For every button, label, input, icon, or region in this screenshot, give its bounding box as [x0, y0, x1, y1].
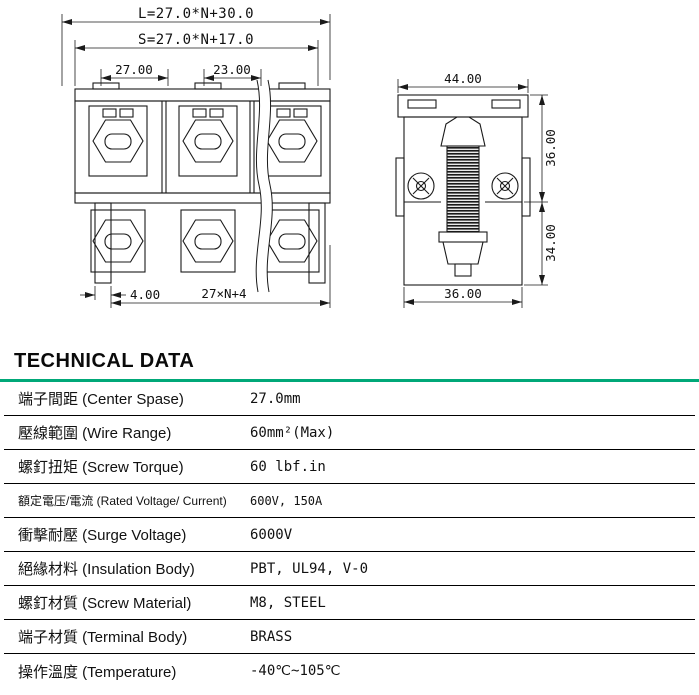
terminal-lower-2 [180, 209, 236, 273]
spec-label: 操作溫度 (Temperature) [18, 663, 177, 681]
dim-label-height-lower: 34.00 [543, 224, 558, 262]
side-top-cap [397, 94, 529, 118]
body-base-band [74, 192, 331, 204]
terminal-upper-3 [262, 105, 322, 177]
body-main [74, 100, 331, 194]
screw-left [407, 172, 435, 200]
spec-label: 絕緣材料 (Insulation Body) [18, 561, 195, 578]
spec-value: 27.0mm [250, 390, 301, 407]
dim-label-pitch: 27.00 [115, 62, 153, 77]
terminal-upper-2 [178, 105, 238, 177]
spec-row: 端子材質 (Terminal Body) BRASS [4, 620, 695, 654]
screw-right [491, 172, 519, 200]
dim-label-leg-width: 4.00 [130, 287, 160, 302]
technical-drawing: L=27.0*N+30.0 S=27.0*N+17.0 27.00 23.00 … [61, 6, 558, 308]
spec-label: 端子材質 (Terminal Body) [18, 629, 188, 646]
spec-value: 60 lbf.in [250, 458, 326, 475]
side-view [395, 94, 531, 286]
spec-value: -40℃~105℃ [250, 663, 341, 679]
break-line [255, 79, 273, 293]
hex-nut [182, 219, 234, 263]
section-title: TECHNICAL DATA [14, 350, 195, 372]
mount-tab [194, 82, 222, 90]
side-ear-left [395, 157, 405, 217]
mount-tab [278, 82, 306, 90]
hex-nut [92, 219, 144, 263]
hex-nut [182, 119, 234, 163]
hex-nut [266, 219, 318, 263]
spec-label: 螺釘材質 (Screw Material) [18, 595, 192, 612]
dim-label-overall-length: L=27.0*N+30.0 [138, 6, 254, 22]
spec-value: 60mm²(Max) [250, 424, 335, 441]
front-view [74, 82, 331, 284]
dim-label-width-bottom: 36.00 [444, 286, 482, 301]
spec-label: 壓線範圍 (Wire Range) [18, 425, 172, 442]
technical-data-section: TECHNICAL DATA 端子間距 (Center Spase) 27.0m… [0, 350, 699, 688]
spec-label: 螺釘扭矩 (Screw Torque) [18, 459, 184, 476]
dim-label-total-pitch: 27×N+4 [201, 286, 246, 301]
dim-label-height-upper: 36.00 [543, 129, 558, 167]
spec-row: 操作溫度 (Temperature) -40℃~105℃ [4, 654, 695, 688]
side-ear-right [521, 157, 531, 217]
spec-label: 端子間距 (Center Spase) [18, 391, 184, 408]
dim-label-width-top: 44.00 [444, 71, 482, 86]
spec-value: PBT, UL94, V-0 [250, 560, 369, 577]
center-stud [438, 116, 488, 277]
spec-row: 額定電压/電流 (Rated Voltage/ Current) 600V, 1… [4, 484, 695, 518]
spec-label: 衝擊耐壓 (Surge Voltage) [18, 527, 187, 544]
spec-value: 600V, 150A [250, 493, 323, 508]
body-top-rail [74, 88, 331, 102]
spec-row: 壓線範圍 (Wire Range) 60mm²(Max) [4, 416, 695, 450]
mount-tab [92, 82, 120, 90]
side-view-dimensions [397, 79, 548, 308]
spec-row: 衝擊耐壓 (Surge Voltage) 6000V [4, 518, 695, 552]
accent-rule [0, 379, 699, 382]
hex-nut [92, 119, 144, 163]
spec-row: 端子間距 (Center Spase) 27.0mm [4, 382, 695, 416]
terminal-lower-3 [264, 209, 320, 273]
spec-value: 6000V [250, 526, 293, 543]
terminal-upper-1 [88, 105, 148, 177]
spec-value: M8, STEEL [250, 594, 326, 611]
spec-value: BRASS [250, 628, 293, 645]
spec-row: 螺釘材質 (Screw Material) M8, STEEL [4, 586, 695, 620]
leg-left [94, 202, 112, 284]
terminal-lower-1 [90, 209, 146, 273]
leg-right [308, 202, 326, 284]
dim-label-terminal-width: 23.00 [213, 62, 251, 77]
hex-nut [266, 119, 318, 163]
spec-table: 端子間距 (Center Spase) 27.0mm 壓線範圍 (Wire Ra… [4, 382, 695, 688]
spec-label: 額定電压/電流 (Rated Voltage/ Current) [18, 494, 227, 508]
front-view-dimensions [61, 14, 331, 308]
spec-row: 螺釘扭矩 (Screw Torque) 60 lbf.in [4, 450, 695, 484]
spec-row: 絕緣材料 (Insulation Body) PBT, UL94, V-0 [4, 552, 695, 586]
dim-label-screw-span: S=27.0*N+17.0 [138, 32, 254, 48]
